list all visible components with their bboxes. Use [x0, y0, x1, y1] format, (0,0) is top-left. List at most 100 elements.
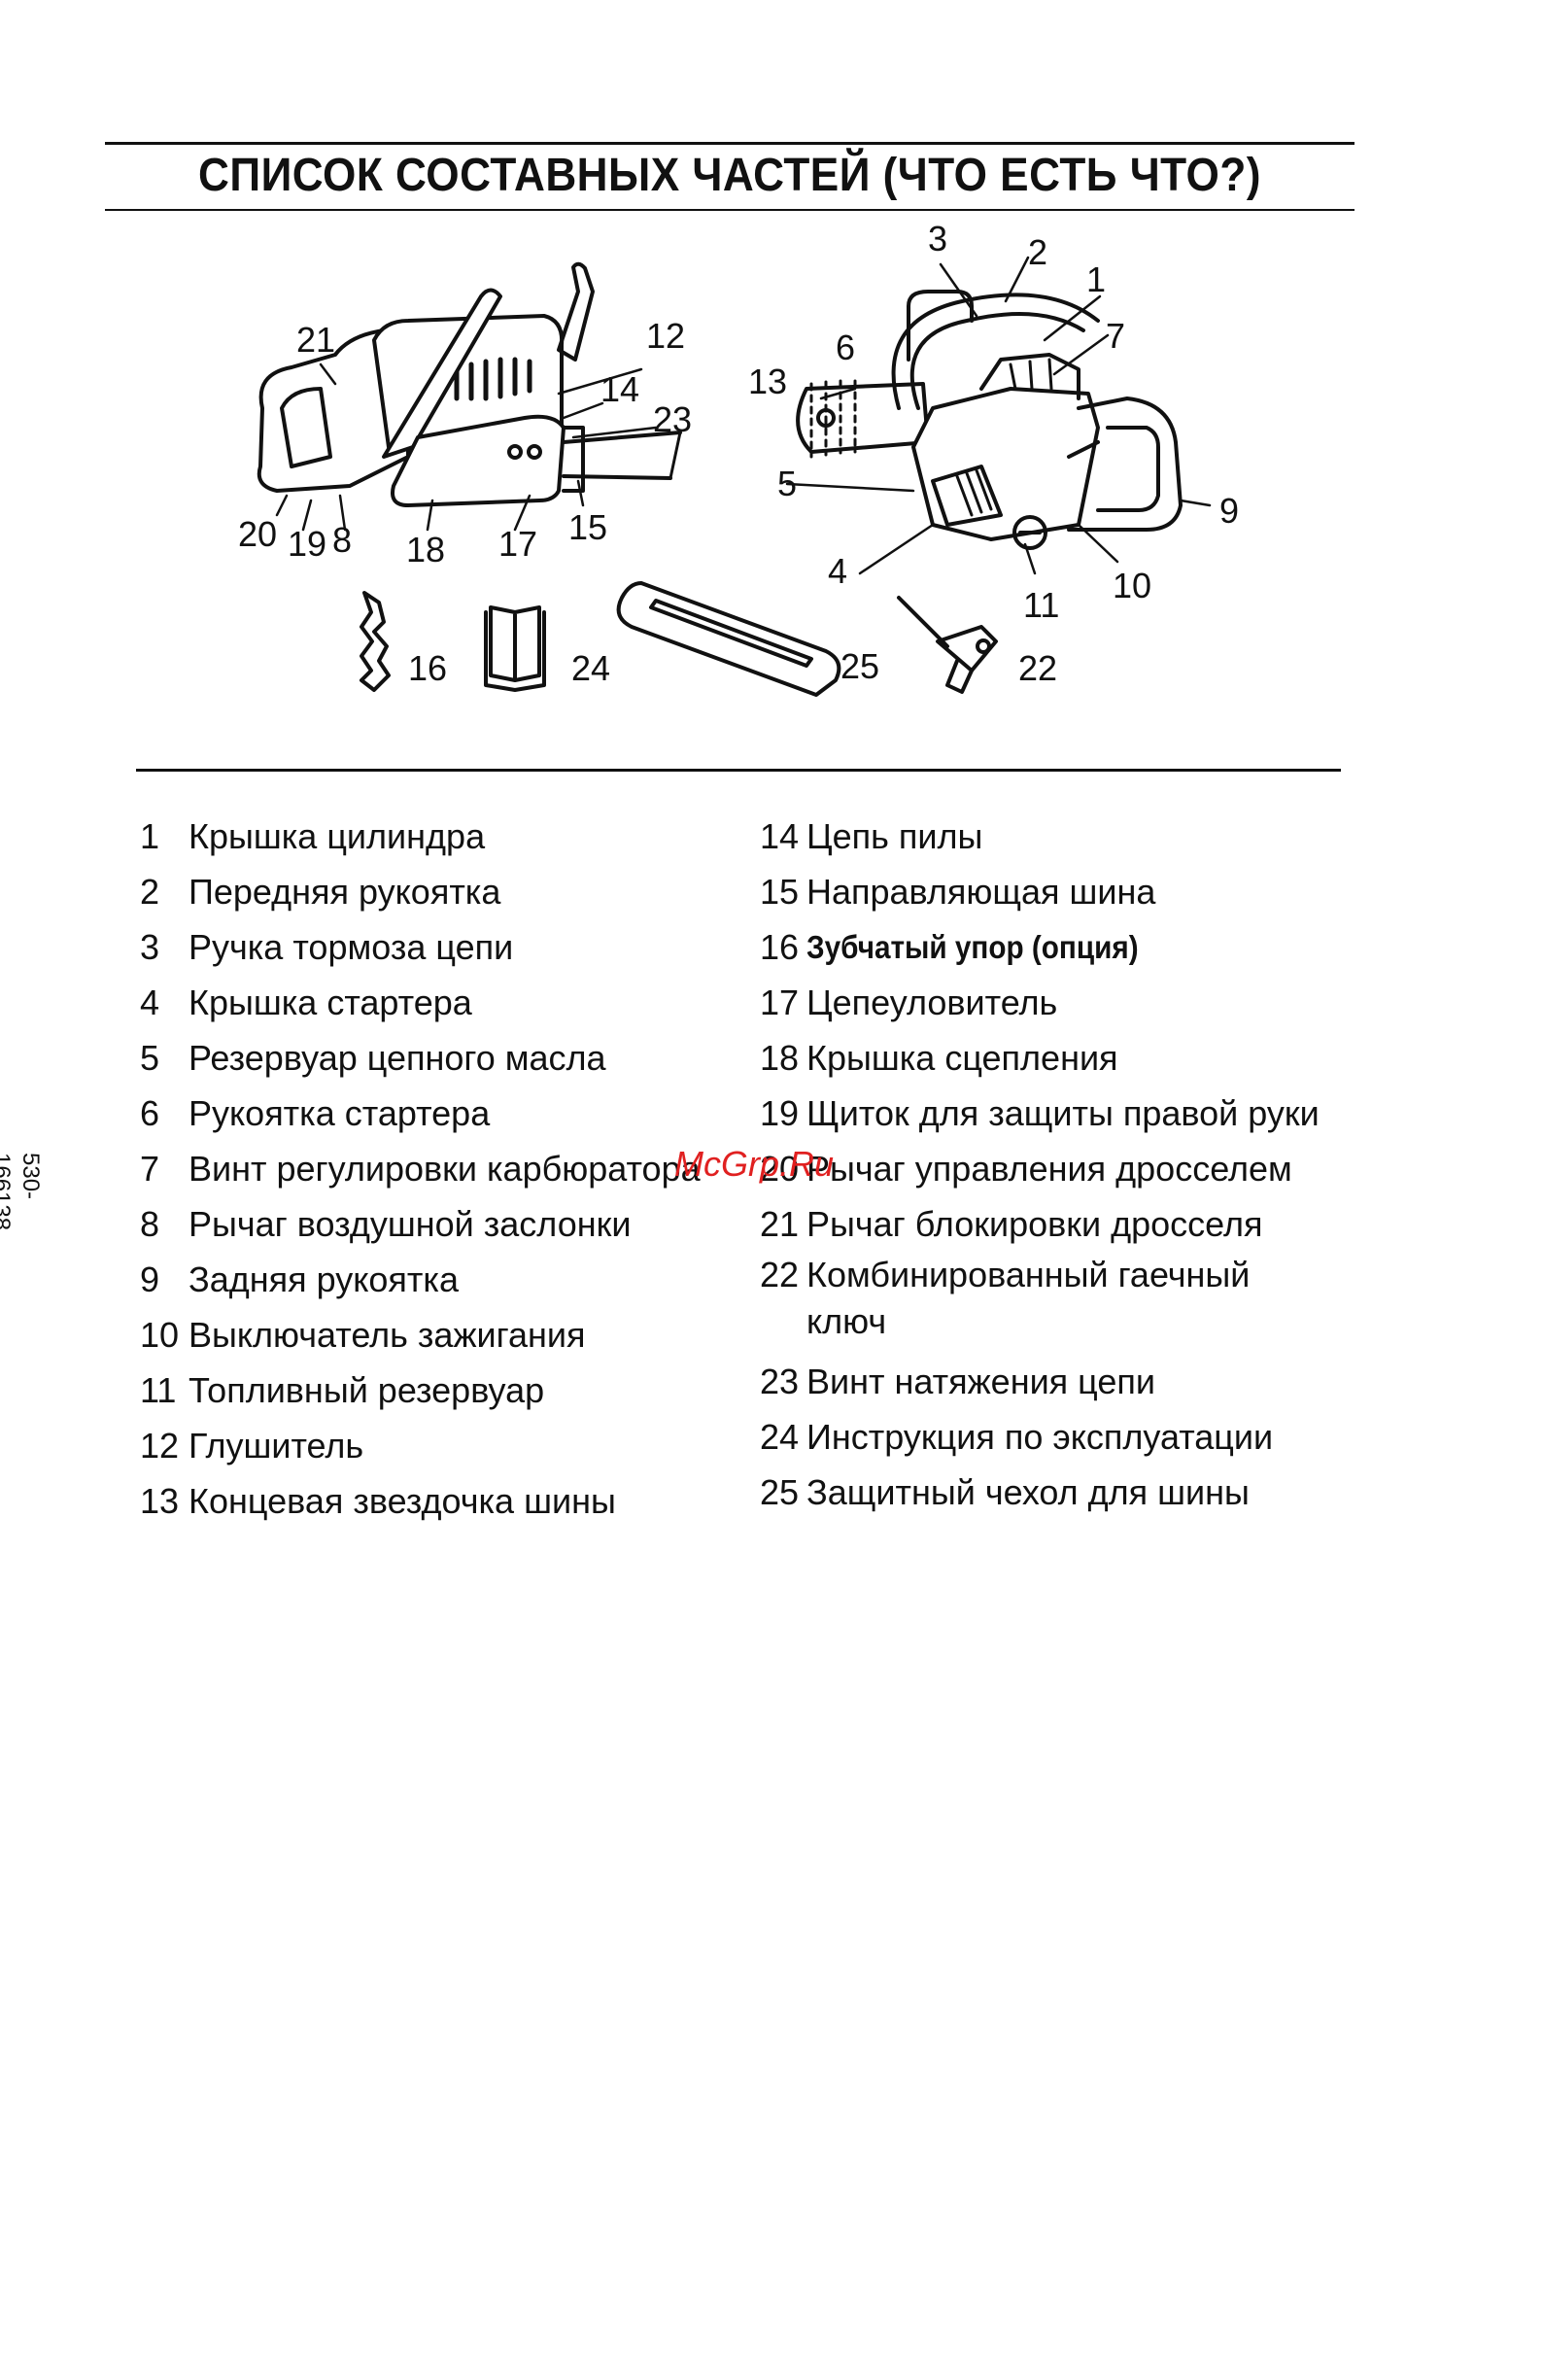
callout-11: 11 [1023, 585, 1059, 625]
part-label: Топливный резервуар [189, 1370, 545, 1410]
bucking-spike-accessory [360, 591, 391, 692]
part-label: Концевая звездочка шины [189, 1481, 616, 1521]
callout-12: 12 [646, 316, 685, 356]
callout-25: 25 [840, 646, 879, 686]
callout-7: 7 [1106, 316, 1125, 356]
part-number: 23 [760, 1362, 800, 1401]
callout-9: 9 [1219, 491, 1239, 531]
part-label: Винт регулировки карбюратора [189, 1149, 701, 1189]
watermark: McGrp.Ru [674, 1144, 835, 1184]
part-item: 5 Резервуар цепного масла [140, 1030, 762, 1086]
part-number: 19 [760, 1093, 800, 1133]
part-item: 6 Рукоятка стартера [140, 1086, 762, 1141]
part-number: 13 [140, 1481, 180, 1521]
part-number: 6 [140, 1093, 160, 1133]
part-label: Крышка цилиндра [189, 816, 486, 856]
part-number: 9 [140, 1259, 160, 1299]
part-number: 17 [760, 983, 800, 1022]
bar-cover-accessory [616, 581, 841, 697]
part-label: Глушитель [189, 1426, 364, 1466]
part-label: Крышка сцепления [806, 1038, 1118, 1078]
callout-6: 6 [836, 328, 855, 367]
part-number: 15 [760, 872, 800, 912]
part-label: Цепеуловитель [806, 983, 1058, 1022]
callout-23: 23 [653, 399, 692, 439]
part-label: Винт натяжения цепи [806, 1362, 1156, 1401]
document-code: 530-166138 [0, 1153, 44, 1231]
callout-21: 21 [296, 320, 335, 360]
callout-18: 18 [406, 530, 445, 569]
part-label: Задняя рукоятка [189, 1259, 459, 1299]
chainsaw-front-view [796, 290, 1183, 550]
part-number: 14 [760, 816, 800, 856]
part-label: Резервуар цепного масла [189, 1038, 606, 1078]
callout-16: 16 [408, 648, 447, 688]
part-item: 1 Крышка цилиндра [140, 809, 762, 864]
part-item: 8 Рычаг воздушной заслонки [140, 1196, 762, 1252]
part-label: Щиток для защиты правой руки [806, 1093, 1320, 1133]
chainsaw-side-view [257, 261, 682, 507]
part-item: 7 Винт регулировки карбюратора [140, 1141, 762, 1196]
part-label: Инструкция по эксплуатации [806, 1417, 1274, 1457]
title-top-rule [105, 142, 1354, 145]
part-number: 1 [140, 816, 160, 856]
part-number: 8 [140, 1204, 160, 1244]
callout-15: 15 [568, 507, 607, 547]
part-label: Рычаг блокировки дросселя [806, 1204, 1263, 1244]
combination-wrench-accessory [897, 596, 998, 694]
part-number: 21 [760, 1204, 800, 1244]
part-number: 11 [140, 1370, 177, 1410]
part-label: Передняя рукоятка [189, 872, 501, 912]
part-number: 24 [760, 1417, 800, 1457]
part-number: 16 [760, 927, 800, 967]
part-label: Рукоятка стартера [189, 1093, 491, 1133]
part-number: 10 [140, 1315, 180, 1355]
part-number: 25 [760, 1472, 800, 1512]
page-title: СПИСОК СОСТАВНЫХ ЧАСТЕЙ (ЧТО ЕСТЬ ЧТО?) [198, 150, 1261, 201]
part-number: 18 [760, 1038, 800, 1078]
callout-10: 10 [1113, 566, 1151, 605]
part-label: Выключатель зажигания [189, 1315, 586, 1355]
part-number: 20 [760, 1149, 800, 1189]
part-item: 11 Топливный резервуар [140, 1362, 762, 1418]
part-label: Рычаг воздушной заслонки [189, 1204, 632, 1244]
callout-19: 19 [288, 524, 326, 564]
part-label: Рычаг управления дросселем [806, 1149, 1292, 1189]
part-number: 7 [140, 1149, 160, 1189]
part-number: 4 [140, 983, 160, 1022]
part-number: 5 [140, 1038, 160, 1078]
chainsaw-diagram: 1 2 3 4 5 6 7 8 9 10 11 12 13 14 15 16 1… [238, 219, 1239, 697]
part-label: Ручка тормоза цепи [189, 927, 514, 967]
callout-2: 2 [1028, 232, 1047, 272]
manual-book-icon [484, 605, 546, 692]
part-number: 3 [140, 927, 160, 967]
callout-5: 5 [777, 464, 797, 503]
callout-24: 24 [571, 648, 610, 688]
callout-8: 8 [332, 520, 352, 560]
part-label: Направляющая шина [806, 872, 1156, 912]
callout-1: 1 [1086, 259, 1106, 299]
callout-22: 22 [1018, 648, 1057, 688]
part-label: Цепь пилы [806, 816, 983, 856]
part-item: 3 Ручка тормоза цепи [140, 919, 762, 975]
part-number: 12 [140, 1426, 180, 1466]
callout-17: 17 [498, 524, 537, 564]
